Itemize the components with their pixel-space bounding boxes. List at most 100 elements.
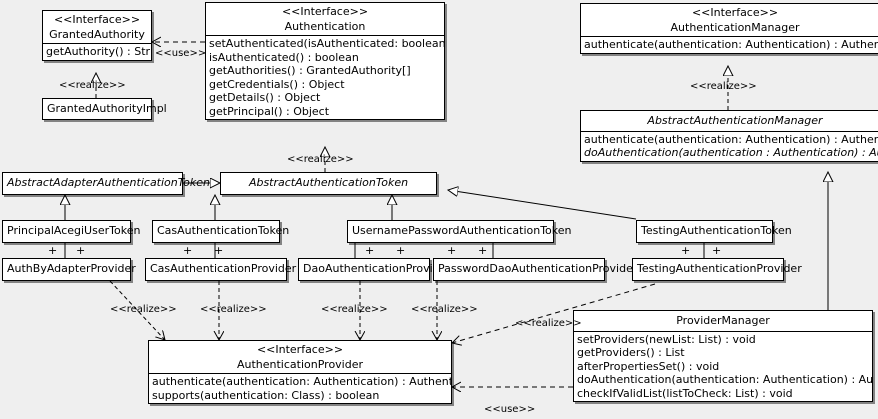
method-item: getDetails() : Object xyxy=(209,91,321,105)
class-header: AbstractAuthenticationManager xyxy=(581,111,878,131)
edge-label-realize-providermanager: <<realize>> xyxy=(515,318,582,329)
class-name: AuthenticationManager xyxy=(670,20,800,34)
class-name: AuthByAdapterProvider xyxy=(7,262,136,275)
class-header: CasAuthenticationProvider xyxy=(146,259,297,279)
method-item: setProviders(newList: List) : void xyxy=(577,332,756,346)
class-granted-authority-impl[interactable]: GrantedAuthorityImpl xyxy=(42,98,167,120)
class-authentication-provider[interactable]: <<Interface>> AuthenticationProvider aut… xyxy=(148,340,452,405)
class-name: UsernamePasswordAuthenticationToken xyxy=(352,224,572,237)
class-name: GrantedAuthority xyxy=(49,27,145,41)
stereotype-label: <<Interface>> xyxy=(691,6,779,19)
method-item: authenticate(authentication: Authenticat… xyxy=(584,132,878,146)
class-name: AbstractAuthenticationToken xyxy=(248,176,409,189)
class-name: PasswordDaoAuthenticationProvider xyxy=(438,262,638,275)
class-header: <<Interface>> GrantedAuthority xyxy=(43,11,151,43)
edge-label-realize-casauthenticationprovider: <<realize>> xyxy=(200,304,267,315)
class-header: PrincipalAcegiUserToken xyxy=(3,221,141,241)
method-item: getAuthorities() : GrantedAuthority[] xyxy=(209,64,411,78)
class-abstract-authentication-manager[interactable]: AbstractAuthenticationManager authentica… xyxy=(580,110,878,162)
edge-label-realize-authbyadapterprovider: <<realize>> xyxy=(110,304,177,315)
class-dao-authentication-provider[interactable]: DaoAuthenticationProvider xyxy=(298,258,451,281)
class-header: AbstractAdapterAuthenticationToken xyxy=(3,173,210,193)
class-cas-authentication-token[interactable]: CasAuthenticationToken xyxy=(152,220,290,243)
method-item: authenticate(authentication: Authenticat… xyxy=(584,38,878,52)
association-plus-marker: + xyxy=(214,244,224,257)
methods-compartment: setAuthenticated(isAuthenticated: boolea… xyxy=(206,35,444,119)
association-plus-marker: + xyxy=(478,244,488,257)
edge-label-realize-abstractmanager: <<realize>> xyxy=(690,81,757,92)
class-provider-manager[interactable]: ProviderManager setProviders(newList: Li… xyxy=(573,310,873,403)
method-item: doAuthentication(authentication : Authen… xyxy=(584,146,878,160)
class-authentication[interactable]: <<Interface>> Authentication setAuthenti… xyxy=(205,2,445,121)
method-item: doAuthentication(authentication: Authent… xyxy=(577,373,872,387)
methods-compartment: authenticate(authentication: Authenticat… xyxy=(149,373,451,403)
class-authentication-manager[interactable]: <<Interface>> AuthenticationManager auth… xyxy=(580,3,878,54)
class-auth-by-adapter-provider[interactable]: AuthByAdapterProvider xyxy=(2,258,136,281)
method-item: isAuthenticated() : boolean xyxy=(209,50,359,64)
class-testing-authentication-token[interactable]: TestingAuthenticationToken xyxy=(636,220,792,243)
methods-compartment: authenticate(authentication: Authenticat… xyxy=(581,130,878,161)
method-item: afterPropertiesSet() : void xyxy=(577,359,720,373)
methods-compartment: setProviders(newList: List) : void getPr… xyxy=(574,330,872,402)
class-header: <<Interface>> AuthenticationManager xyxy=(581,4,878,36)
class-header: AbstractAuthenticationToken xyxy=(221,173,436,193)
methods-compartment: getAuthority() : String xyxy=(43,43,151,60)
association-plus-marker: + xyxy=(183,244,193,257)
class-abstract-adapter-authentication-token[interactable]: AbstractAdapterAuthenticationToken xyxy=(2,172,210,195)
edge-label-use-authentication-grantedauthority: <<use>> xyxy=(155,48,207,59)
method-item: getProviders() : List xyxy=(577,346,685,360)
method-item: getAuthority() : String xyxy=(46,45,151,59)
class-name: AuthenticationProvider xyxy=(236,357,364,371)
class-password-dao-authentication-provider[interactable]: PasswordDaoAuthenticationProvider xyxy=(433,258,638,281)
class-header: <<Interface>> Authentication xyxy=(206,3,444,35)
methods-compartment: authenticate(authentication: Authenticat… xyxy=(581,36,878,53)
edge-generalize-testingtoken xyxy=(448,190,637,220)
stereotype-label: <<Interface>> xyxy=(281,5,369,18)
class-abstract-authentication-token[interactable]: AbstractAuthenticationToken xyxy=(220,172,437,195)
class-header: CasAuthenticationToken xyxy=(153,221,290,241)
class-name: Authentication xyxy=(284,19,366,33)
class-header: GrantedAuthorityImpl xyxy=(43,99,167,119)
association-plus-marker: + xyxy=(712,244,722,257)
class-name: CasAuthenticationToken xyxy=(157,224,290,237)
class-name: TestingAuthenticationToken xyxy=(641,224,792,237)
stereotype-label: <<Interface>> xyxy=(53,13,141,26)
class-granted-authority[interactable]: <<Interface>> GrantedAuthority getAuthor… xyxy=(42,10,152,61)
edge-label-realize-passworddaoprovider: <<realize>> xyxy=(411,304,478,315)
class-header: DaoAuthenticationProvider xyxy=(299,259,451,279)
class-name: PrincipalAcegiUserToken xyxy=(7,224,141,237)
class-name: TestingAuthenticationProvider xyxy=(637,262,802,275)
class-name: CasAuthenticationProvider xyxy=(150,262,297,275)
class-name: GrantedAuthorityImpl xyxy=(47,102,167,115)
class-header: PasswordDaoAuthenticationProvider xyxy=(434,259,638,279)
method-item: setAuthenticated(isAuthenticated: boolea… xyxy=(209,37,444,51)
class-name: AbstractAdapterAuthenticationToken xyxy=(7,176,210,189)
class-principal-acegi-user-token[interactable]: PrincipalAcegiUserToken xyxy=(2,220,141,243)
association-plus-marker: + xyxy=(76,244,86,257)
class-header: ProviderManager xyxy=(574,311,872,331)
edge-label-realize-grantedauthorityimpl: <<realize>> xyxy=(59,80,126,91)
method-item: authenticate(authentication: Authenticat… xyxy=(152,375,451,389)
class-header: TestingAuthenticationProvider xyxy=(633,259,802,279)
association-plus-marker: + xyxy=(396,244,406,257)
edge-label-use-providermanager-authenticationprovider: <<use>> xyxy=(484,404,536,415)
class-username-password-authentication-token[interactable]: UsernamePasswordAuthenticationToken xyxy=(347,220,572,243)
method-item: supports(authentication: Class) : boolea… xyxy=(152,388,380,402)
class-cas-authentication-provider[interactable]: CasAuthenticationProvider xyxy=(145,258,297,281)
association-plus-marker: + xyxy=(681,244,691,257)
class-testing-authentication-provider[interactable]: TestingAuthenticationProvider xyxy=(632,258,802,281)
association-plus-marker: + xyxy=(48,244,58,257)
edge-label-realize-daoauthenticationprovider: <<realize>> xyxy=(321,304,388,315)
edge-label-realize-abstracttoken-authentication: <<realize>> xyxy=(287,154,354,165)
class-header: UsernamePasswordAuthenticationToken xyxy=(348,221,572,241)
class-header: <<Interface>> AuthenticationProvider xyxy=(149,341,451,373)
class-name: AbstractAuthenticationManager xyxy=(647,114,823,127)
association-plus-marker: + xyxy=(447,244,457,257)
stereotype-label: <<Interface>> xyxy=(256,343,344,356)
class-name: ProviderManager xyxy=(676,314,770,327)
method-item: getCredentials() : Object xyxy=(209,77,345,91)
class-header: AuthByAdapterProvider xyxy=(3,259,136,279)
method-item: checkIfValidList(listToCheck: List) : vo… xyxy=(577,386,793,400)
class-header: TestingAuthenticationToken xyxy=(637,221,792,241)
